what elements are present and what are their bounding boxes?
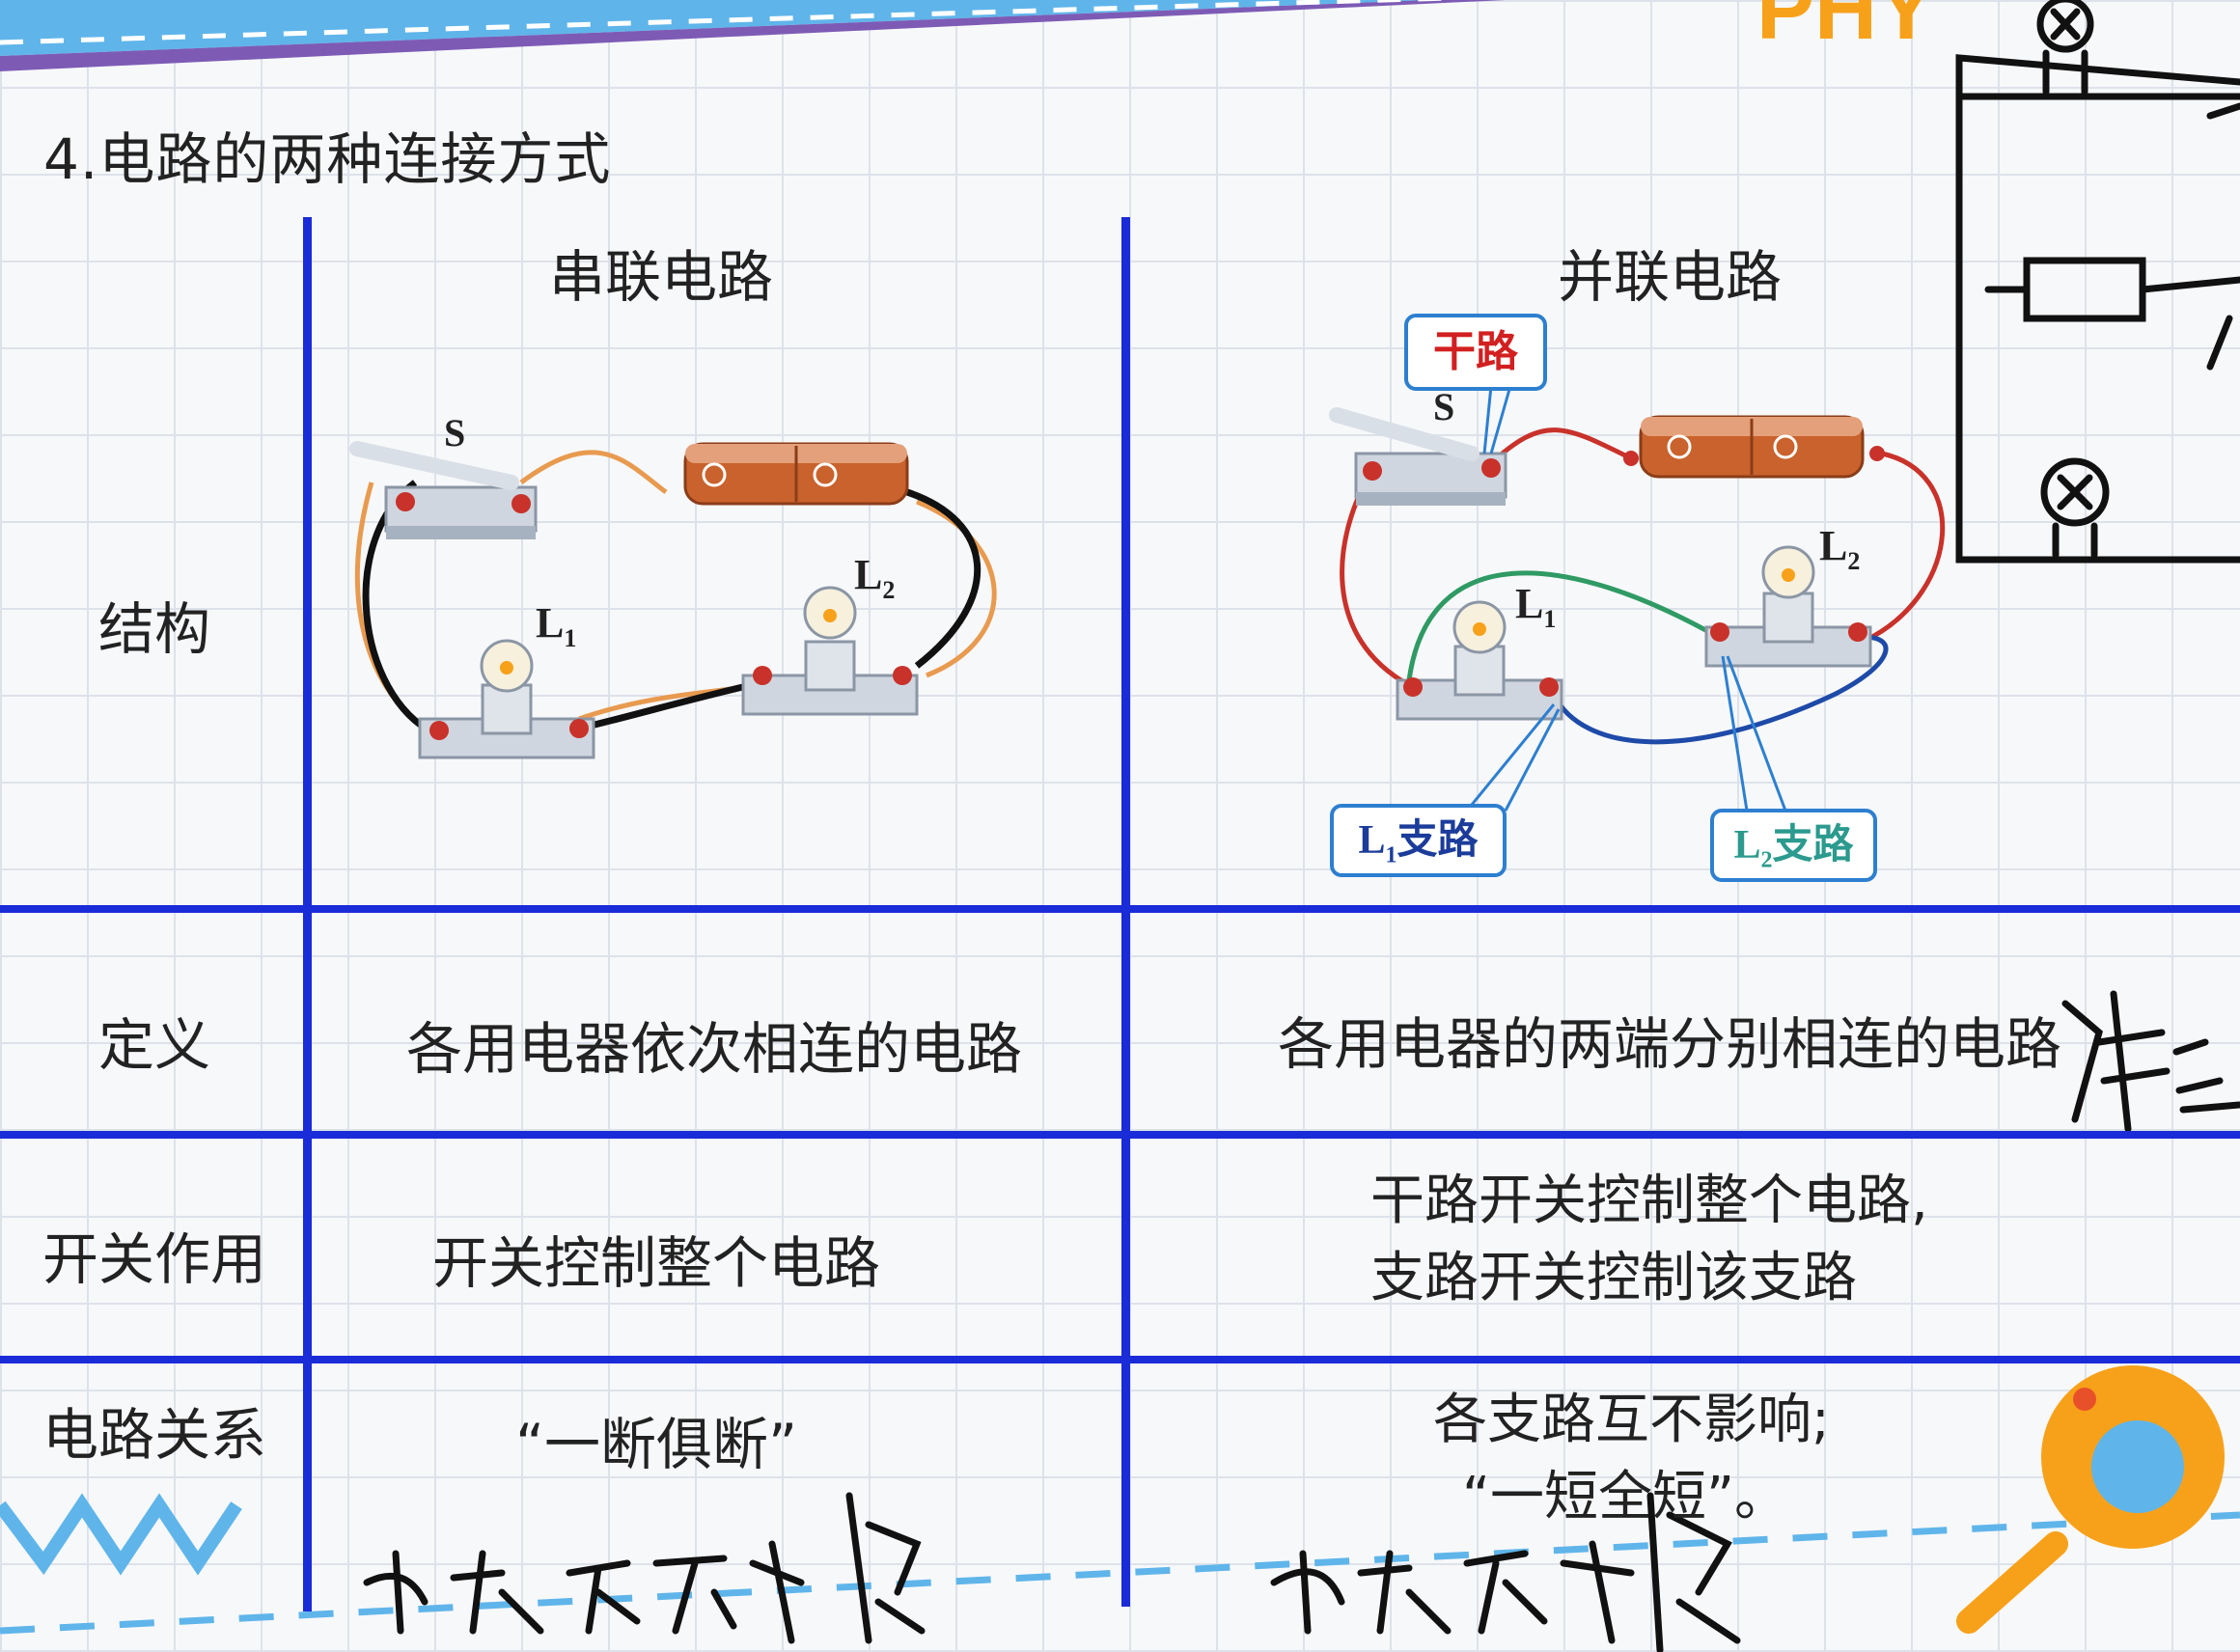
- trunk-label: 干路: [1404, 314, 1547, 391]
- parallel-wire-blue: [1551, 634, 1889, 745]
- relation-series: “一断俱断”: [514, 1412, 798, 1477]
- table-divider-horizontal-2: [0, 1131, 2240, 1139]
- series-wire-orange-right: [916, 499, 997, 678]
- table-divider-horizontal-1: [0, 905, 2240, 913]
- series-switch-letter: S: [444, 411, 466, 454]
- banner-logo-fragment: PHY: [1756, 0, 1935, 58]
- branch2-callout-pointer: [1721, 655, 1787, 812]
- switch-parallel-line1: 干路开关控制整个电路,: [1370, 1170, 1928, 1232]
- handwritten-series-note: [363, 1492, 926, 1644]
- series-switch-terminal-right: [512, 494, 531, 513]
- row-label-relation: 电路关系: [41, 1402, 266, 1468]
- trunk-callout-pointer: [1482, 385, 1512, 454]
- branch2-label: L2支路: [1710, 809, 1877, 882]
- column-header-series: 串联电路: [548, 244, 773, 310]
- column-header-parallel: 并联电路: [1557, 244, 1782, 310]
- table-divider-vertical-1: [303, 217, 312, 1611]
- series-lamp2-letter: L2: [854, 551, 896, 604]
- banner-dash: [0, 0, 1449, 45]
- handwritten-circuit-doodle: [1955, 0, 2240, 564]
- orange-handle-decoration: [1956, 1531, 2068, 1634]
- parallel-lamp2-letter: L2: [1819, 522, 1861, 575]
- branch1-label: L1支路: [1330, 804, 1507, 877]
- parallel-switch-lever: [1329, 407, 1480, 461]
- series-wire-orange-top: [519, 450, 668, 494]
- series-circuit-diagram: [349, 441, 997, 759]
- row-label-structure: 结构: [97, 596, 210, 662]
- parallel-circuit-diagram: [1329, 385, 1945, 812]
- branch1-callout-pointer: [1465, 703, 1561, 812]
- handwritten-parallel-note: [1270, 1492, 1741, 1652]
- row-label-definition: 定义: [97, 1012, 210, 1078]
- series-switch-base-edge: [386, 526, 536, 539]
- series-lamp1-letter: L1: [536, 599, 577, 652]
- top-banner-purple: [0, 0, 1506, 71]
- bottom-dash-line: [0, 1511, 2240, 1635]
- section-heading: 4.电路的两种连接方式: [43, 126, 612, 192]
- red-dot-decoration: [2073, 1388, 2096, 1411]
- switch-series: 开关控制整个电路: [431, 1230, 880, 1296]
- parallel-switch-letter: S: [1433, 385, 1455, 428]
- definition-parallel: 各用电器的两端分别相连的电路: [1277, 1011, 2061, 1077]
- series-switch-lever: [349, 441, 519, 490]
- series-battery-plus-2: [813, 462, 838, 487]
- table-divider-horizontal-3: [0, 1356, 2240, 1363]
- zigzag-decoration: [0, 1493, 242, 1576]
- definition-series: 各用电器依次相连的电路: [405, 1016, 1022, 1082]
- series-battery-plus-1: [702, 462, 727, 487]
- blue-circle-decoration: [2091, 1420, 2184, 1513]
- handwritten-independent-note: [2061, 990, 2240, 1133]
- row-label-switch: 开关作用: [41, 1226, 266, 1292]
- switch-parallel-line2: 支路开关控制该支路: [1370, 1247, 1857, 1309]
- relation-parallel-line1: 各支路互不影响;: [1433, 1389, 1830, 1451]
- series-switch-terminal-left: [396, 492, 415, 511]
- parallel-wire-green: [1406, 570, 1720, 681]
- parallel-lamp1-letter: L1: [1515, 580, 1557, 633]
- relation-parallel-line2: “一短全短”。: [1462, 1466, 1789, 1528]
